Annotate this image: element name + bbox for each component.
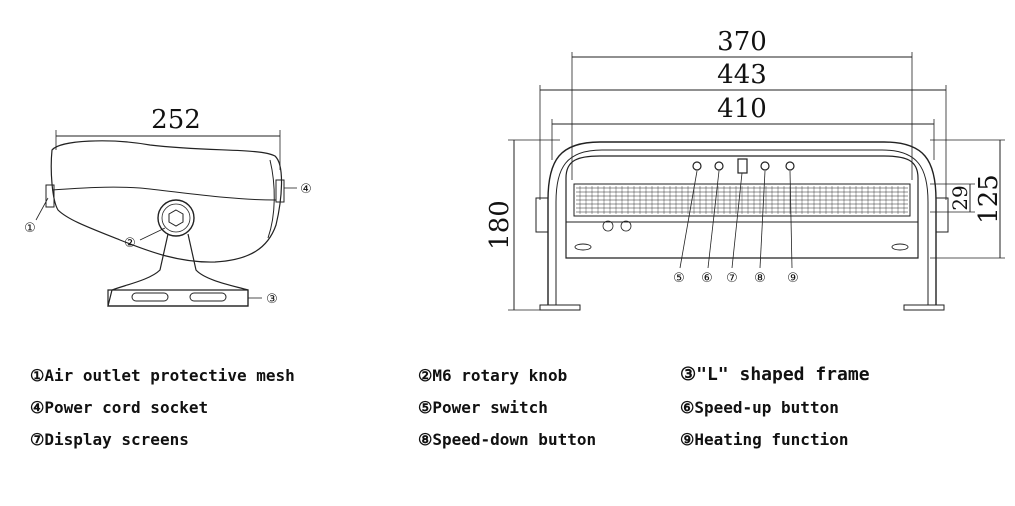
display-screen [737,158,748,174]
front-view: 370 443 410 180 125 29 [485,27,1005,311]
legend-item-4: ④Power cord socket [30,398,209,417]
dim-total-height: 180 [485,200,515,250]
callout-6: ⑥ [701,271,713,286]
callout-4: ④ [300,182,312,197]
power-switch-icon [692,161,702,171]
callout-2: ② [124,236,136,251]
callout-7: ⑦ [726,271,738,286]
legend: ①Air outlet protective mesh ②M6 rotary k… [0,358,1015,468]
callout-9: ⑨ [787,271,799,286]
legend-item-8: ⑧Speed-down button [418,430,597,449]
legend-item-3: ③"L" shaped frame [680,364,870,385]
dim-side-width: 252 [151,105,201,135]
callout-5: ⑤ [673,271,685,286]
legend-item-9: ⑨Heating function [680,430,849,449]
l-frame-base [107,289,249,307]
speed-up-icon [714,161,724,171]
callout-3: ③ [266,292,278,307]
callout-1: ① [24,221,36,236]
callout-8: ⑧ [754,271,766,286]
speed-down-icon [760,161,770,171]
dim-right-height: 125 [974,174,1004,224]
heater-body [50,140,283,263]
side-view: 252 [35,105,297,307]
technical-drawing: 252 ① ② ④ ③ 370 443 [24,27,1005,311]
rotary-knob [157,199,195,237]
dim-top-width: 370 [717,27,767,57]
dim-inner-width: 410 [717,94,767,124]
air-outlet-grille [573,183,911,217]
l-shaped-frame [547,141,937,305]
dim-small-height: 29 [948,185,972,210]
legend-item-7: ⑦Display screens [30,430,189,449]
legend-item-5: ⑤Power switch [418,398,548,417]
dim-mid-width: 443 [717,60,767,90]
legend-item-1: ①Air outlet protective mesh [30,366,295,385]
legend-item-2: ②M6 rotary knob [418,366,568,385]
heating-icon [785,161,795,171]
legend-item-6: ⑥Speed-up button [680,398,839,417]
